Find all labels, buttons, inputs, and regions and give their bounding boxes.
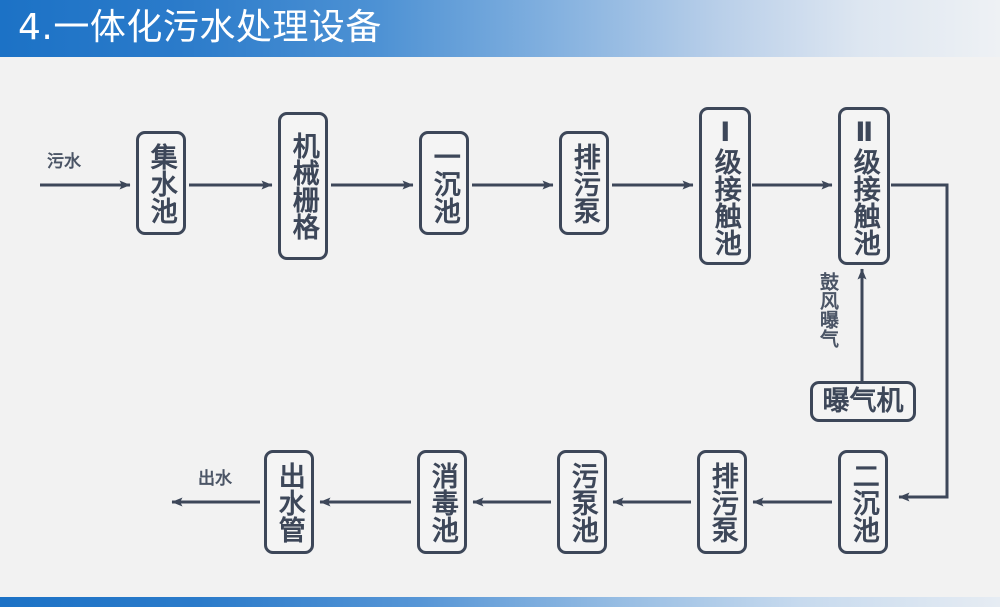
inlet-label: 污水 [47, 152, 81, 172]
node-wubengchi[interactable]: 污泵池 [557, 450, 607, 554]
node-label: 曝气机 [822, 386, 904, 417]
node-yiji-jiechuchi[interactable]: Ⅰ级接触池 [699, 107, 751, 265]
node-label: 二沉池 [847, 461, 879, 543]
node-label: 排污泵 [706, 461, 738, 543]
outlet-label: 出水 [198, 469, 232, 489]
header-bar: 4.一体化污水处理设备 [0, 0, 1000, 57]
node-label: 污泵池 [566, 461, 598, 543]
node-label: 集水池 [145, 142, 177, 224]
node-label: Ⅱ级接触池 [848, 116, 880, 256]
node-paiwubeng-bottom[interactable]: 排污泵 [697, 450, 747, 554]
node-label: Ⅰ级接触池 [709, 116, 741, 256]
node-label: 机械栅格 [287, 132, 319, 240]
node-jixieshange[interactable]: 机械栅格 [278, 112, 328, 260]
node-label: 一沉池 [428, 142, 460, 224]
page-title: 4.一体化污水处理设备 [18, 7, 382, 48]
process-flow-diagram: 污水 出水 鼓风曝气 集水池 机械栅格 一沉池 排污泵 Ⅰ级接触池 Ⅱ级接触池 … [0, 57, 1000, 597]
node-paiwubeng-top[interactable]: 排污泵 [559, 131, 609, 235]
footer-bar [0, 597, 1000, 607]
node-erji-jiechuchi[interactable]: Ⅱ级接触池 [838, 107, 890, 265]
node-erchenchi[interactable]: 二沉池 [838, 450, 888, 554]
flow-connectors [40, 180, 949, 507]
node-baoqiji[interactable]: 曝气机 [810, 381, 916, 422]
node-xiaoduchi[interactable]: 消毒池 [417, 450, 467, 554]
node-jishuichi[interactable]: 集水池 [136, 131, 186, 235]
node-label: 消毒池 [426, 461, 458, 543]
aeration-label: 鼓风曝气 [817, 272, 839, 348]
node-chushuiguan[interactable]: 出水管 [264, 450, 314, 554]
node-label: 排污泵 [568, 142, 600, 224]
node-yichenchi[interactable]: 一沉池 [419, 131, 469, 235]
edge-erjijiechuchi-to-erchenchi-loop [891, 183, 949, 502]
node-label: 出水管 [273, 461, 305, 543]
